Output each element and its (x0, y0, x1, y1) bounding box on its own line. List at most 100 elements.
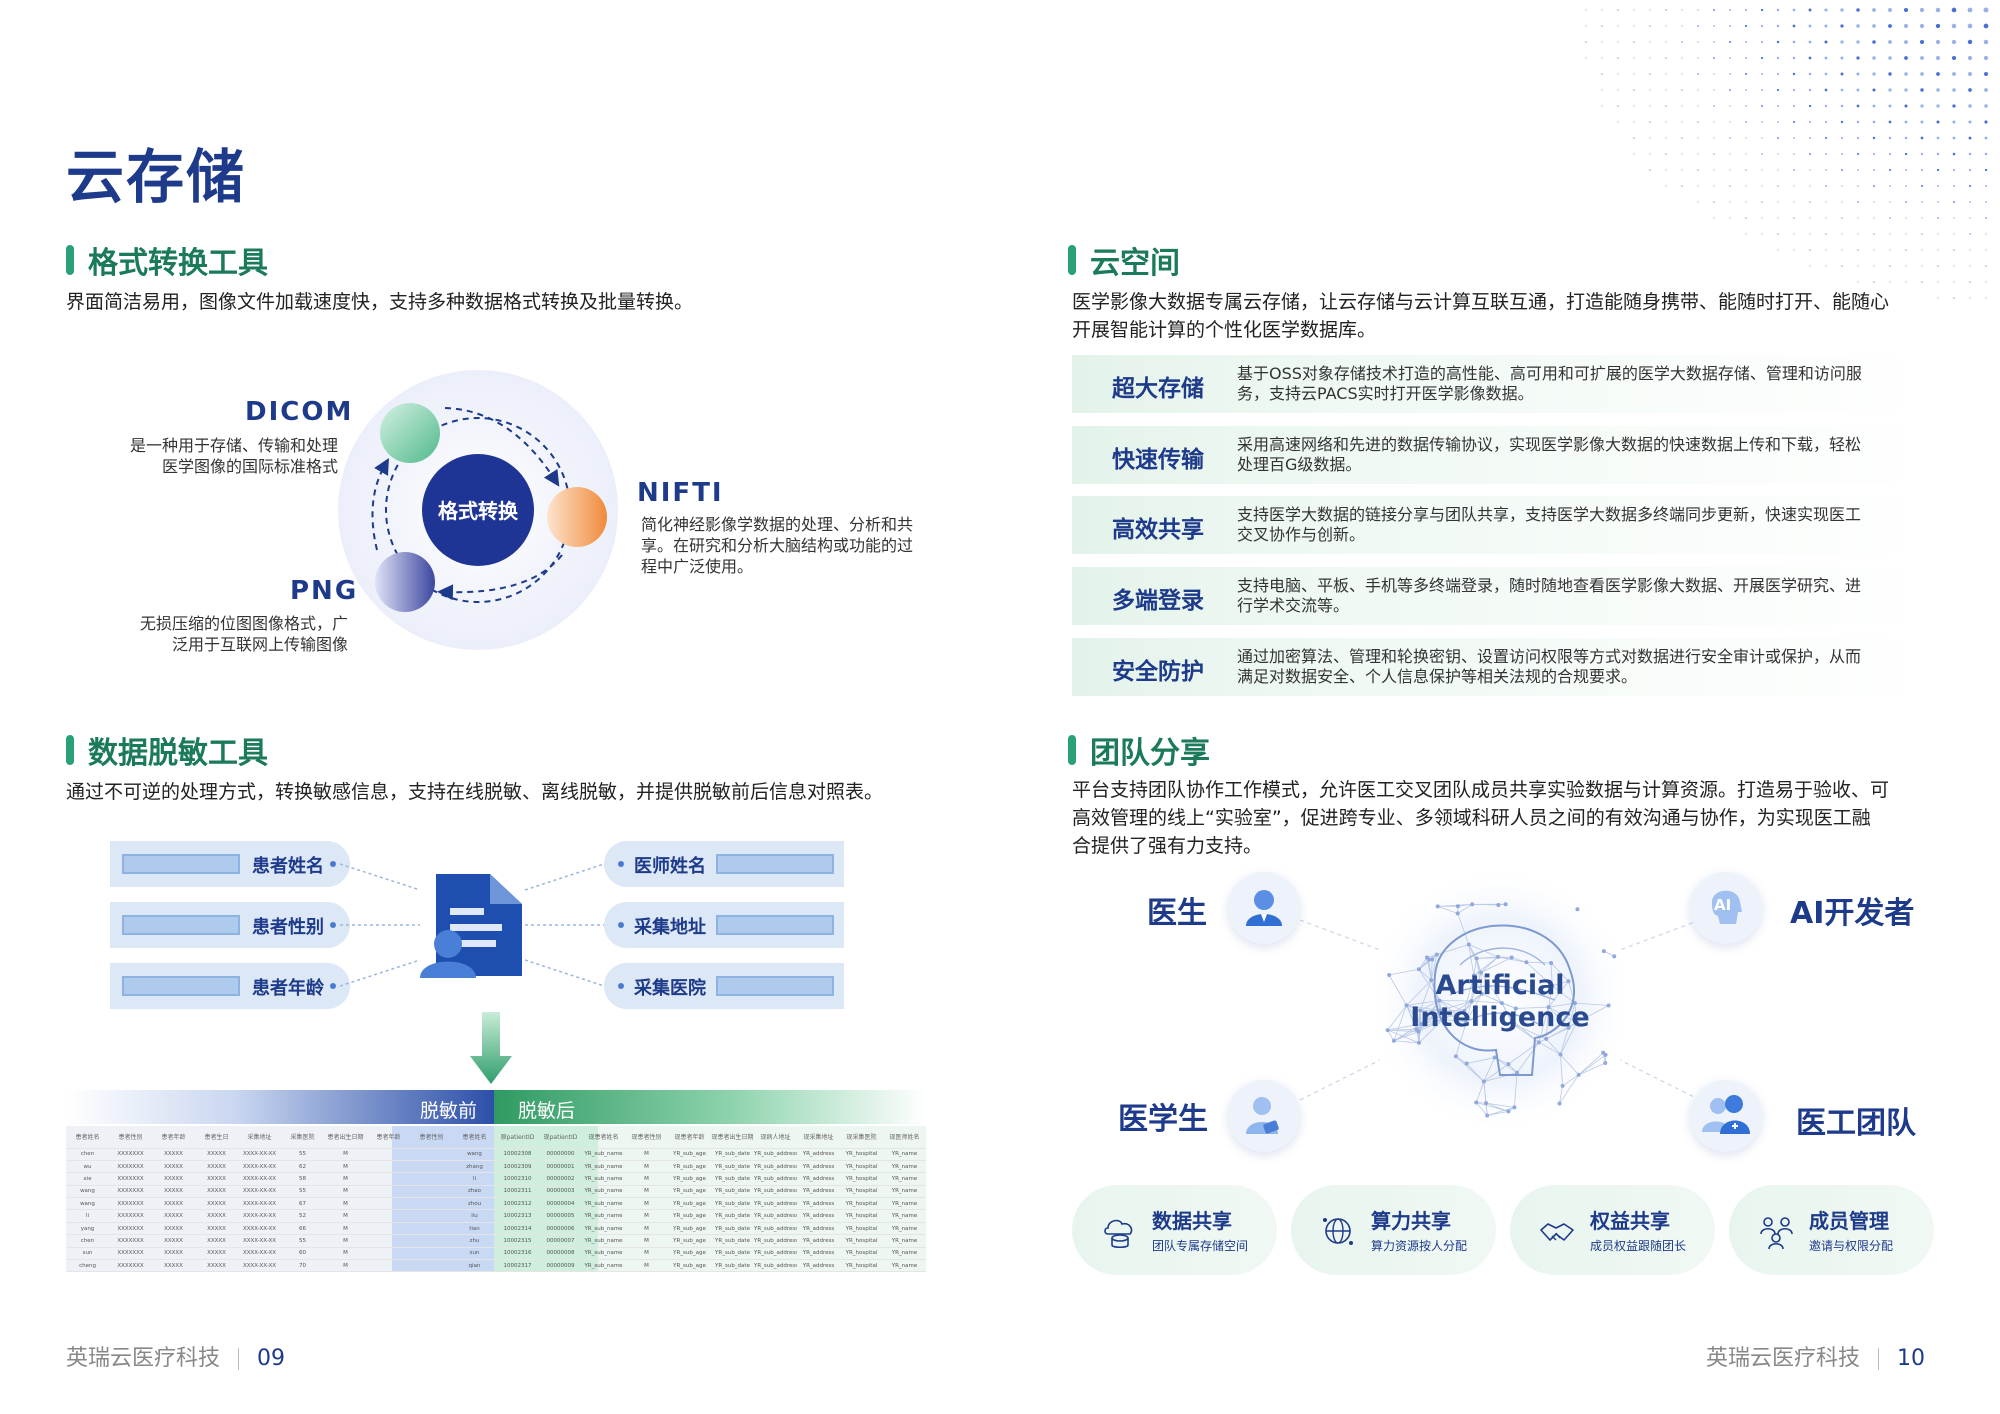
decor-dot (1888, 8, 1892, 12)
network-node (1484, 1101, 1489, 1106)
feature-desc: 采用高速网络和先进的数据传输协议，实现医学影像大数据的快速数据上传和下载，轻松 … (1237, 435, 1897, 475)
table-cell: yang (66, 1222, 109, 1236)
decor-dot (1776, 104, 1780, 108)
dicom-circle (380, 403, 440, 463)
decor-dot (1697, 41, 1699, 43)
network-node (1566, 979, 1571, 984)
decor-dot (1761, 201, 1763, 203)
table-cell: XXXXX (195, 1247, 238, 1261)
table-cell: 00000009 (539, 1259, 582, 1273)
decor-dot (1601, 105, 1603, 107)
decor-dot (1776, 24, 1780, 28)
table-cell: XXXX-XX-XX (238, 1185, 281, 1199)
decor-dot (1824, 24, 1828, 28)
decor-dot (1665, 89, 1667, 91)
network-node (1509, 955, 1514, 960)
decor-dot (1649, 169, 1651, 171)
network-link (1552, 985, 1576, 1004)
table-cell: YR_hospital (840, 1148, 883, 1161)
decor-dot (1745, 169, 1747, 171)
network-link (1472, 903, 1499, 906)
network-node (1404, 1003, 1409, 1008)
decor-dot (1969, 249, 1971, 251)
network-node (1470, 902, 1475, 907)
table-cell (367, 1148, 410, 1161)
decor-dot (1617, 57, 1619, 59)
table-cell: 00000005 (539, 1209, 582, 1223)
network-node (1524, 960, 1529, 965)
decor-dot (1920, 120, 1924, 124)
feature-desc: 支持医学大数据的链接分享与团队共享，支持医学大数据多终端同步更新，快速实现医工 … (1237, 505, 1897, 545)
feature-name: 多端登录 (1112, 588, 1204, 614)
decor-dot (1761, 137, 1763, 139)
network-link (1550, 962, 1553, 986)
decor-dot (1873, 185, 1875, 187)
field-label: 患者姓名 (252, 856, 324, 877)
table-cell: YR_sub_date (711, 1172, 754, 1186)
table-cell: YR_sub_address (754, 1185, 797, 1199)
decor-dot (1729, 169, 1731, 171)
network-link (1418, 1018, 1444, 1044)
network-link (1548, 1002, 1575, 1008)
network-node (1385, 1028, 1390, 1033)
decor-dot (1601, 73, 1603, 75)
table-cell (410, 1148, 453, 1161)
network-link (1466, 1057, 1495, 1064)
table-cell (410, 1172, 453, 1186)
field-label: 患者性别 (252, 917, 324, 938)
field-pill: 医师姓名 (604, 841, 844, 887)
network-link (1548, 1006, 1569, 1029)
network-link (1514, 1072, 1518, 1108)
network-link (1559, 1074, 1580, 1104)
decor-dot (1921, 265, 1923, 267)
members-icon (1760, 1217, 1793, 1250)
decor-dot (1872, 56, 1876, 60)
feature-name: 超大存储 (1112, 376, 1204, 402)
network-node (1479, 991, 1484, 996)
table-cell: YR_sub_date (711, 1247, 754, 1261)
table-cell: li (453, 1172, 496, 1186)
decor-dot (1951, 39, 1957, 45)
decor-dot (1777, 169, 1779, 171)
dicom-desc-line: 医学图像的国际标准格式 (161, 457, 338, 476)
decor-dot (1919, 7, 1925, 13)
decor-dot (1713, 137, 1715, 139)
cloud-space-desc: 医学影像大数据专属云存储，让云存储与云计算互联互通，打造能随身携带、能随时打开、… (1072, 288, 1952, 344)
decor-dot (1953, 297, 1955, 299)
nifti-desc-line: 程中广泛使用。 (641, 557, 754, 576)
table-header-cell: 采集地址 (238, 1126, 281, 1149)
decor-dot (1729, 217, 1731, 219)
network-link (1475, 1102, 1488, 1116)
network-node (1576, 1072, 1581, 1077)
decor-dot (1856, 152, 1860, 156)
table-cell: zhang (453, 1160, 496, 1174)
decor-dot (1793, 249, 1795, 251)
decor-dot (1825, 249, 1827, 251)
png-circle (375, 552, 435, 612)
decor-dot (1856, 72, 1860, 76)
decor-dot (1617, 41, 1619, 43)
decor-dot (1665, 41, 1667, 43)
decor-dot (1889, 185, 1891, 187)
table-header-cell: 患者姓名 (453, 1126, 496, 1149)
png-name: PNG (290, 576, 359, 606)
decor-dot (1665, 25, 1667, 27)
decor-dot (1951, 55, 1957, 61)
decor-dot (1857, 233, 1859, 235)
connector-dot (618, 922, 624, 928)
table-cell: YR_sub_age (668, 1222, 711, 1236)
decor-dot (1777, 249, 1779, 251)
table-cell: M (625, 1209, 668, 1223)
table-cell (410, 1209, 453, 1223)
table-cell: YR_address (797, 1222, 840, 1236)
field-label: 医师姓名 (634, 856, 706, 877)
network-node (1512, 1105, 1517, 1110)
decor-dot (1681, 89, 1683, 91)
decor-dot (1808, 40, 1812, 44)
nifti-desc: 简化神经影像学数据的处理、分析和共 享。在研究和分析大脑结构或功能的过 程中广泛… (641, 514, 941, 577)
decor-dot (1649, 9, 1651, 11)
decor-dot (1841, 233, 1843, 235)
